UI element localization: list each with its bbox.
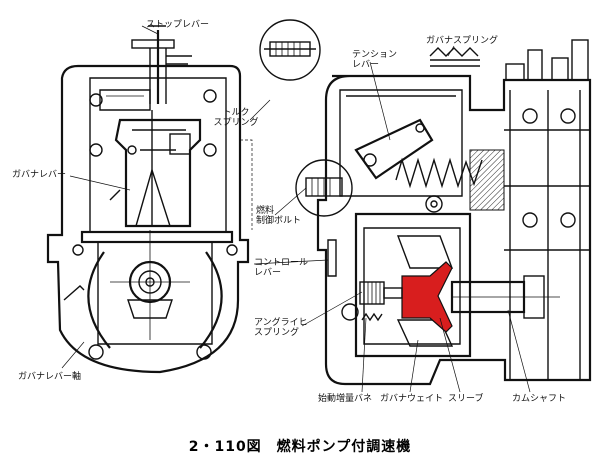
label-governor-spring: ガバナスプリング	[426, 36, 499, 46]
left-section-view	[46, 25, 253, 374]
label-starting-increase-spring: 始動増量バネ	[318, 394, 373, 404]
label-stop-lever: ストップレバー	[146, 20, 210, 30]
label-camshaft: カムシャフト	[512, 394, 567, 404]
label-torque-spring: トルク スプリング	[213, 108, 259, 128]
right-section-view	[259, 19, 592, 386]
label-tension-lever: テンション レバー	[352, 50, 398, 70]
label-governor-lever: ガバナレバー	[12, 170, 67, 180]
leader-lines	[61, 25, 531, 393]
label-angleich-spring: アングライヒ スプリング	[254, 318, 308, 338]
label-fuel-control-bolt: 燃料 制御ボルト	[256, 206, 302, 226]
label-governor-weight: ガバナウェイト	[380, 394, 444, 404]
label-governor-lever-shaft: ガバナレバー軸	[18, 372, 82, 382]
figure-caption: 2・110図 燃料ポンプ付調速機	[188, 439, 412, 455]
label-sleeve: スリーブ	[448, 394, 484, 404]
label-control-lever: コントロール レバー	[254, 258, 309, 278]
